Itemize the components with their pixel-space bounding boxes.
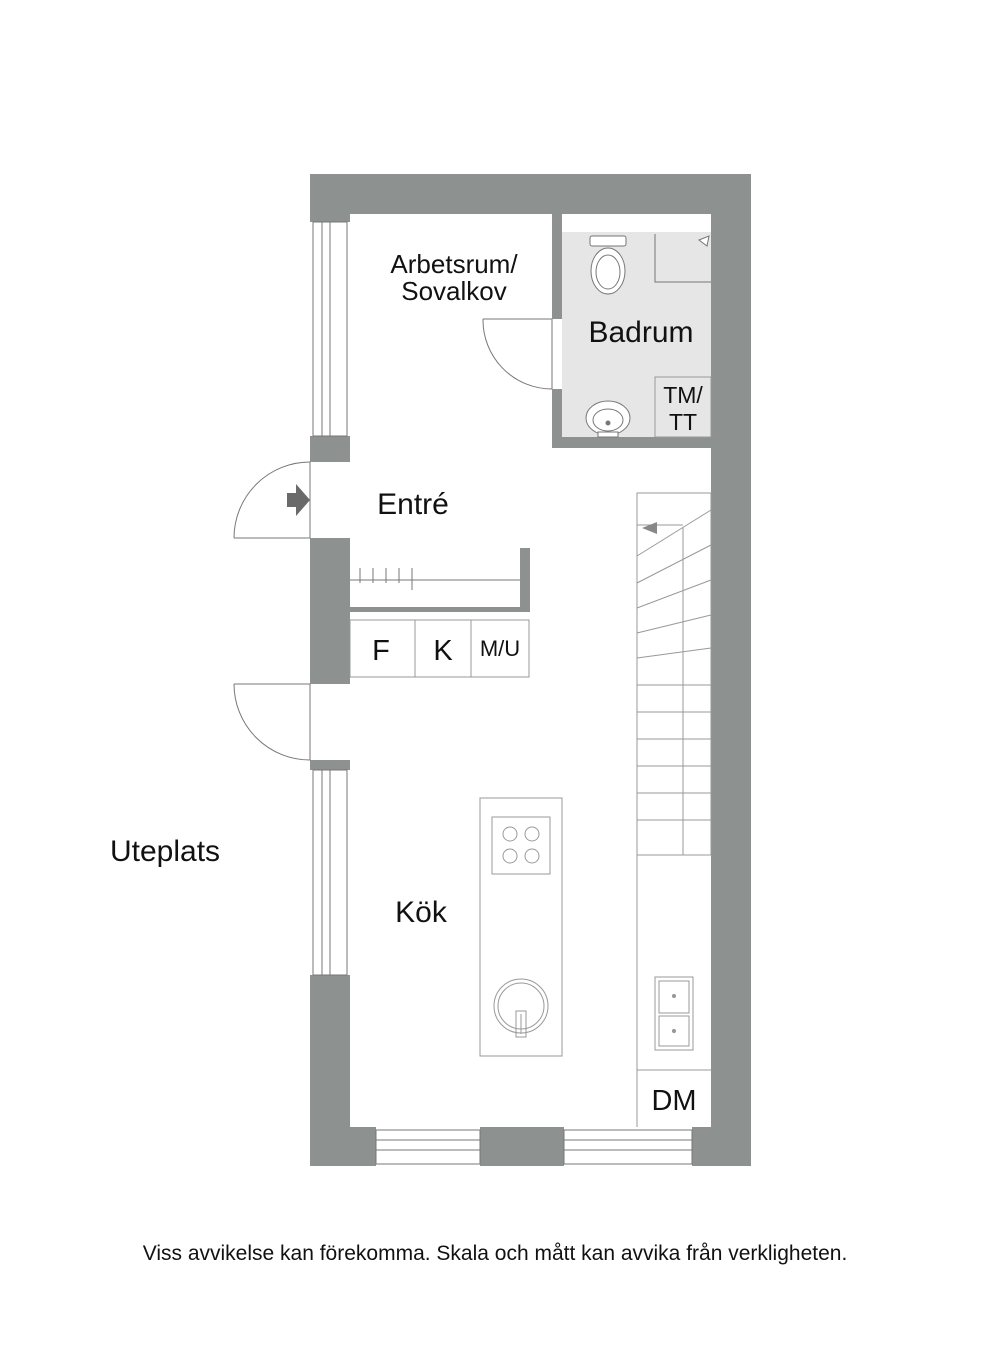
label-tmtt-line1: TM/ bbox=[663, 382, 703, 408]
wardrobe bbox=[350, 568, 520, 590]
toilet-tank bbox=[589, 235, 627, 247]
label-dm: DM bbox=[651, 1085, 696, 1117]
label-closet-f: F bbox=[372, 635, 390, 667]
stairs bbox=[636, 492, 712, 856]
windows bbox=[312, 221, 693, 1165]
shower bbox=[654, 234, 711, 283]
entrance-arrow-icon bbox=[287, 484, 310, 516]
label-arbetsrum-line1: Arbetsrum/ bbox=[390, 249, 518, 279]
kitchen-sink bbox=[654, 976, 694, 1051]
tmtt-cabinet bbox=[654, 376, 712, 438]
label-kok: Kök bbox=[395, 896, 448, 929]
cooktop bbox=[491, 816, 551, 875]
bathroom-fixtures bbox=[585, 234, 712, 438]
bathroom-sink bbox=[585, 400, 631, 436]
closets bbox=[349, 619, 530, 678]
doors bbox=[233, 318, 553, 761]
label-tmtt-line2: TT bbox=[669, 409, 697, 435]
label-arbetsrum-line2: Sovalkov bbox=[401, 276, 507, 306]
label-uteplats: Uteplats bbox=[110, 835, 220, 868]
kitchen-island bbox=[479, 797, 563, 1057]
label-entre: Entré bbox=[377, 488, 449, 521]
interior-walls bbox=[348, 214, 712, 612]
label-badrum: Badrum bbox=[588, 316, 693, 349]
label-closet-k: K bbox=[433, 635, 453, 667]
kitchen-counter bbox=[636, 855, 711, 1127]
disclaimer-text: Viss avvikelse kan förekomma. Skala och … bbox=[143, 1242, 848, 1265]
label-closet-mu: M/U bbox=[480, 636, 520, 661]
bathroom-floor bbox=[562, 232, 712, 437]
exterior-walls bbox=[310, 174, 751, 1166]
